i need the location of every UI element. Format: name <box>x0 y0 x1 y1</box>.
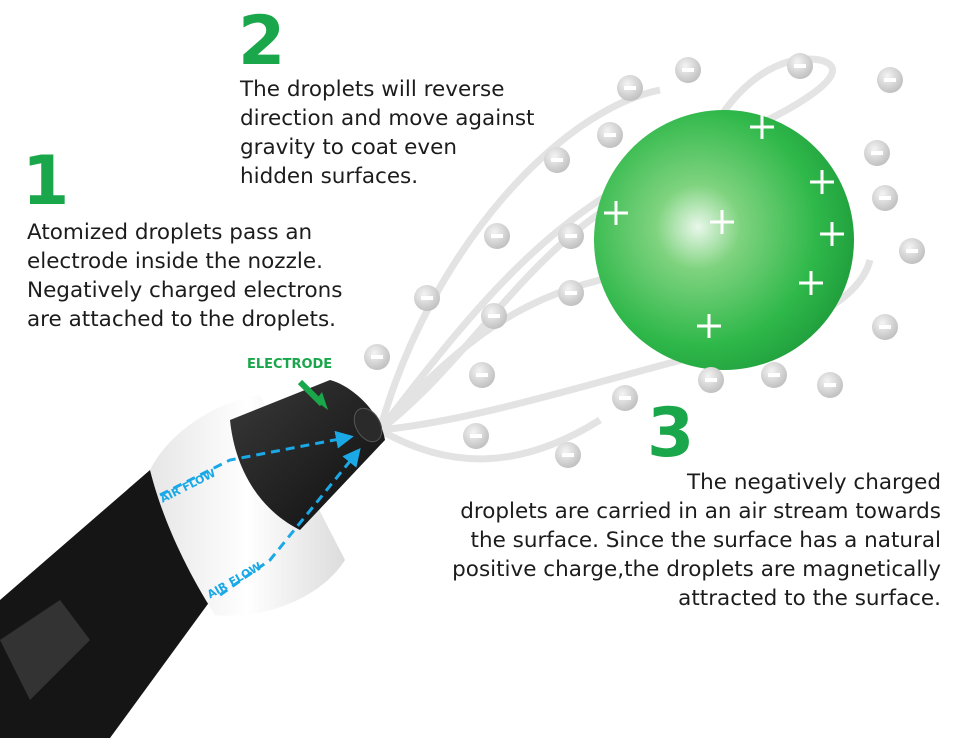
minus-charge-icon <box>555 442 581 468</box>
positive-charges <box>604 115 844 338</box>
air-flow-arrows <box>159 430 361 597</box>
minus-charge-icon <box>877 67 903 93</box>
plus-charge-icon <box>604 201 628 225</box>
minus-charge-icon <box>597 122 623 148</box>
minus-charge-icon <box>544 147 570 173</box>
minus-charge-icon <box>481 303 507 329</box>
plus-charge-icon <box>810 170 834 194</box>
plus-charge-icon <box>750 115 774 139</box>
spray-nozzle <box>0 380 385 738</box>
minus-charge-icon <box>484 223 510 249</box>
plus-charge-icon <box>710 210 734 234</box>
minus-charge-icon <box>787 53 813 79</box>
minus-charge-icon <box>899 238 925 264</box>
step-1-text: Atomized droplets pass an electrode insi… <box>27 220 343 332</box>
minus-charge-icon <box>558 223 584 249</box>
spray-streams <box>376 55 874 463</box>
minus-charge-icon <box>463 423 489 449</box>
minus-charge-icon <box>617 75 643 101</box>
minus-charge-icon <box>414 285 440 311</box>
plus-charge-icon <box>799 271 823 295</box>
plus-charge-icon <box>697 314 721 338</box>
minus-charge-icon <box>675 57 701 83</box>
minus-charge-icon <box>872 314 898 340</box>
step-3-number: 3 <box>647 394 695 473</box>
step-2-text: The droplets will reverse direction and … <box>240 77 535 189</box>
minus-charge-icon <box>364 344 390 370</box>
minus-charge-icon <box>469 362 495 388</box>
minus-charge-icon <box>761 362 787 388</box>
electrode-label: ELECTRODE <box>247 357 333 372</box>
step-1-number: 1 <box>22 142 70 221</box>
minus-charge-icon <box>612 385 638 411</box>
positively-charged-surface-sphere <box>594 110 854 370</box>
plus-charge-icon <box>820 222 844 246</box>
negative-charges <box>364 53 925 468</box>
minus-charge-icon <box>817 372 843 398</box>
minus-charge-icon <box>864 140 890 166</box>
step-2-number: 2 <box>238 2 286 81</box>
minus-charge-icon <box>872 185 898 211</box>
step-3-text: The negatively charged droplets are carr… <box>452 470 941 611</box>
minus-charge-icon <box>698 367 724 393</box>
minus-charge-icon <box>558 280 584 306</box>
